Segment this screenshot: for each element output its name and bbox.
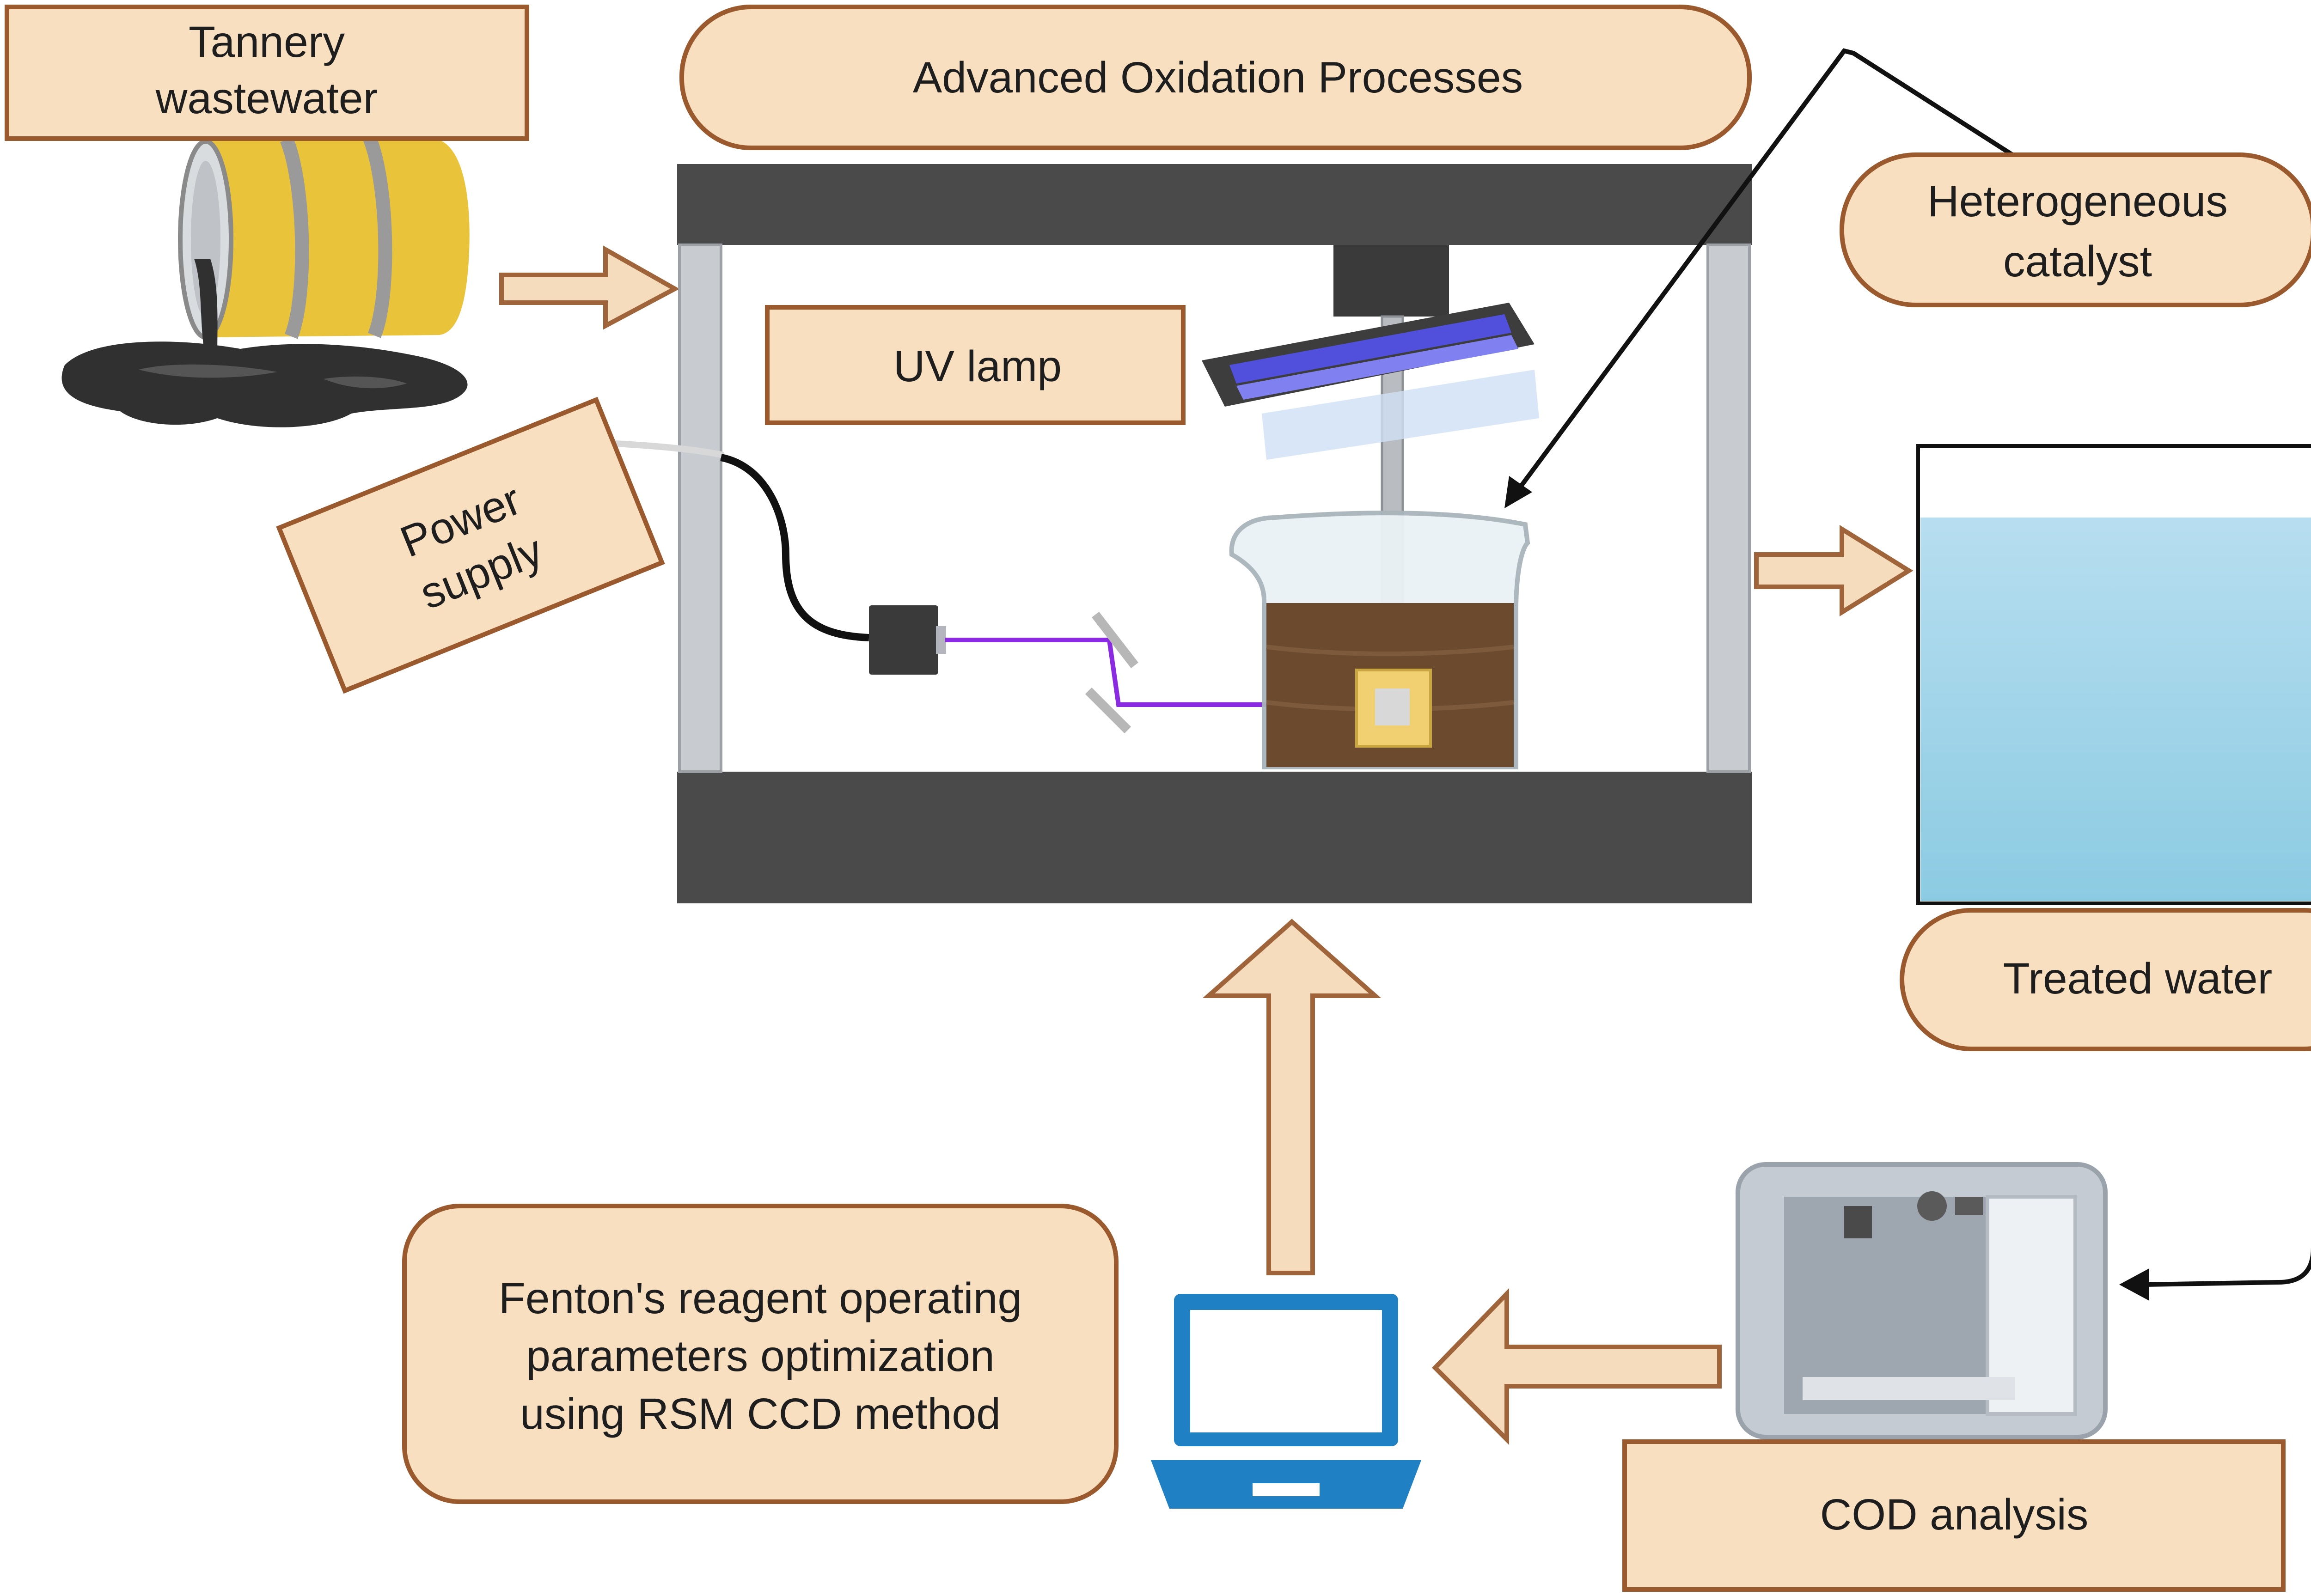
- laser-beam: [945, 638, 1368, 707]
- label-tannery-line-1: Tannery: [189, 18, 345, 67]
- reactor-frame: [677, 164, 1752, 903]
- label-cod-analysis-text: COD analysis: [1820, 1490, 2089, 1539]
- laptop-icon: [1151, 1294, 1421, 1509]
- label-treated-water-text: Treated water: [2003, 954, 2273, 1003]
- label-uv-lamp: UV lamp: [765, 305, 1186, 425]
- catalyst-pointer-arrow: [1504, 48, 2054, 508]
- flow-arrow-to-tank: [1754, 525, 1914, 616]
- flow-arrow-feedback-up: [1202, 919, 1382, 1275]
- label-fenton-line-1: Fenton's reagent operating: [499, 1274, 1022, 1323]
- tank-icon: [1916, 444, 2311, 905]
- label-cod-analysis: COD analysis: [1622, 1439, 2286, 1592]
- mirror-icon: [1085, 611, 1138, 734]
- label-tannery-wastewater: Tannery wastewater: [5, 5, 529, 141]
- beaker-icon: [1229, 511, 1530, 769]
- label-catalyst-line-2: catalyst: [2003, 237, 2152, 286]
- label-fenton-line-3: using RSM CCD method: [520, 1389, 1001, 1438]
- label-advanced-oxidation: Advanced Oxidation Processes: [679, 5, 1752, 150]
- label-fenton-optimization: Fenton's reagent operating parameters op…: [402, 1204, 1119, 1504]
- label-advanced-oxidation-text: Advanced Oxidation Processes: [913, 53, 1523, 102]
- flow-arrow-cod-to-laptop: [1431, 1288, 1722, 1445]
- label-catalyst-line-1: Heterogeneous: [1927, 177, 2228, 226]
- label-power-supply: Power supply: [276, 396, 665, 694]
- label-fenton-line-2: parameters optimization: [526, 1332, 995, 1381]
- label-heterogeneous-catalyst: Heterogeneous catalyst: [1840, 152, 2311, 307]
- uv-lamp-icon: [1202, 303, 1539, 460]
- barrel-icon: [178, 136, 470, 360]
- flow-arrow-wastewater-in: [499, 245, 680, 330]
- spill-icon: [61, 341, 468, 427]
- label-uv-lamp-text: UV lamp: [893, 342, 1062, 391]
- analyzer-icon: [1736, 1162, 2108, 1439]
- power-cable: [614, 440, 869, 641]
- label-treated-water: Treated water: [1900, 908, 2311, 1051]
- treated-to-cod-connector: [2119, 1049, 2311, 1301]
- light-source-icon: [869, 605, 946, 675]
- label-tannery-line-2: wastewater: [155, 74, 378, 123]
